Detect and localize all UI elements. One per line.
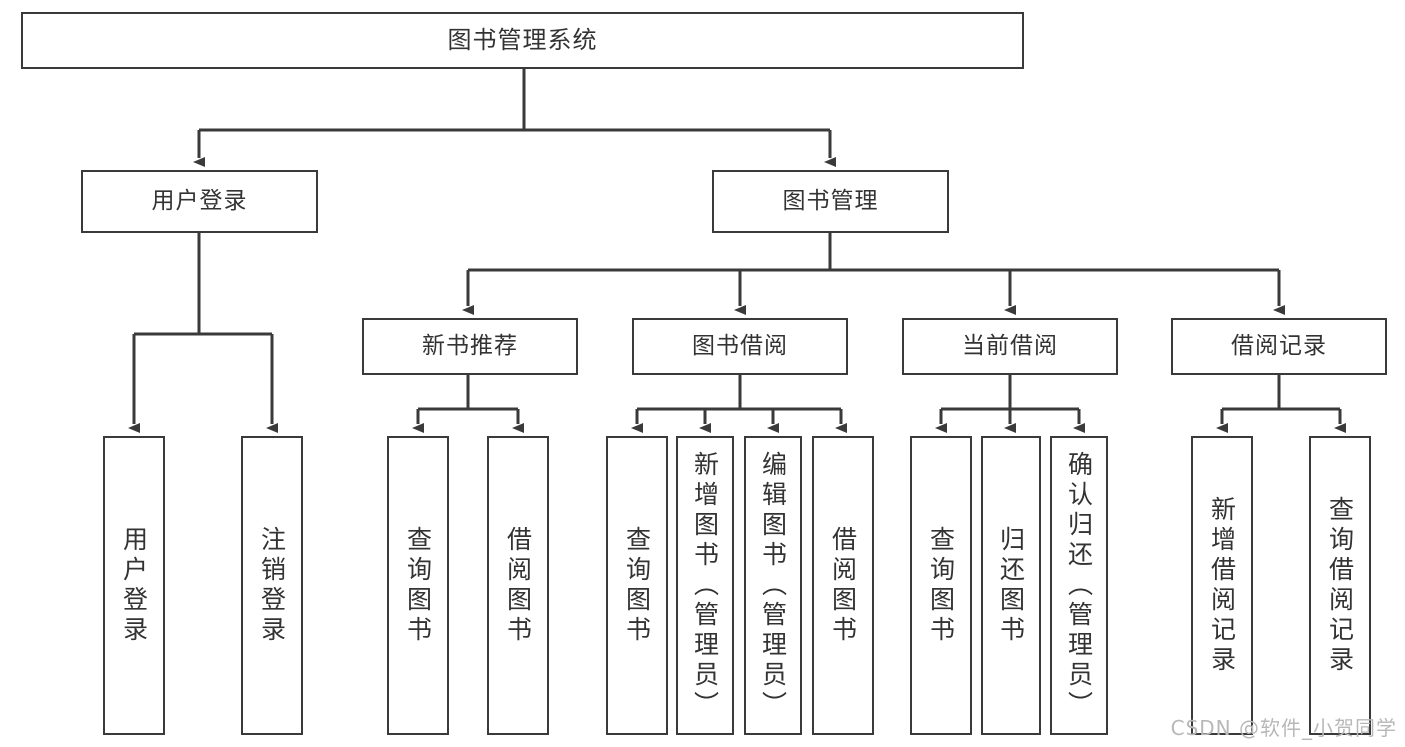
leaf-records-add-record[interactable]: 新增借阅记录 xyxy=(1191,436,1253,735)
leaf-newbook-borrow-book-label: 借阅图书 xyxy=(503,525,533,646)
leaf-borrow-query-book-label: 查询图书 xyxy=(622,525,652,646)
node-book-borrow-label: 图书借阅 xyxy=(692,332,788,359)
leaf-user-logout-label: 注销登录 xyxy=(257,525,287,646)
leaf-current-confirm-return[interactable]: 确认归还（管理员） xyxy=(1050,436,1108,735)
node-current-borrow[interactable]: 当前借阅 xyxy=(902,318,1118,375)
leaf-current-confirm-return-label: 确认归还（管理员） xyxy=(1064,450,1094,721)
leaf-current-query-book-label: 查询图书 xyxy=(926,525,956,646)
leaf-records-add-record-label: 新增借阅记录 xyxy=(1207,495,1237,676)
leaf-borrow-query-book[interactable]: 查询图书 xyxy=(606,436,668,735)
leaf-current-query-book[interactable]: 查询图书 xyxy=(910,436,972,735)
leaf-borrow-edit-book-label: 编辑图书（管理员） xyxy=(758,450,788,721)
leaf-user-login[interactable]: 用户登录 xyxy=(103,436,165,735)
leaf-newbook-borrow-book[interactable]: 借阅图书 xyxy=(487,436,549,735)
leaf-current-return-book-label: 归还图书 xyxy=(996,525,1026,646)
leaf-records-query-record[interactable]: 查询借阅记录 xyxy=(1309,436,1371,735)
node-user-login-label: 用户登录 xyxy=(151,187,248,214)
leaf-newbook-query-book[interactable]: 查询图书 xyxy=(387,436,449,735)
node-borrow-records[interactable]: 借阅记录 xyxy=(1171,318,1387,375)
leaf-borrow-borrow-book[interactable]: 借阅图书 xyxy=(812,436,874,735)
node-new-book-recommend-label: 新书推荐 xyxy=(422,332,518,359)
leaf-newbook-query-book-label: 查询图书 xyxy=(403,525,433,646)
leaf-current-return-book[interactable]: 归还图书 xyxy=(981,436,1041,735)
node-user-login[interactable]: 用户登录 xyxy=(81,170,318,233)
leaf-user-login-label: 用户登录 xyxy=(119,525,149,646)
node-root[interactable]: 图书管理系统 xyxy=(21,12,1024,69)
node-book-management[interactable]: 图书管理 xyxy=(712,170,949,233)
leaf-borrow-add-book-label: 新增图书（管理员） xyxy=(690,450,720,721)
leaf-records-query-record-label: 查询借阅记录 xyxy=(1325,495,1355,676)
node-book-management-label: 图书管理 xyxy=(782,187,879,214)
watermark-text: CSDN @软件_小贺同学 xyxy=(1170,716,1397,740)
node-book-borrow[interactable]: 图书借阅 xyxy=(632,318,848,375)
node-current-borrow-label: 当前借阅 xyxy=(962,332,1058,359)
leaf-user-logout[interactable]: 注销登录 xyxy=(241,436,303,735)
node-new-book-recommend[interactable]: 新书推荐 xyxy=(362,318,578,375)
leaf-borrow-borrow-book-label: 借阅图书 xyxy=(828,525,858,646)
leaf-borrow-edit-book[interactable]: 编辑图书（管理员） xyxy=(744,436,802,735)
leaf-borrow-add-book[interactable]: 新增图书（管理员） xyxy=(676,436,734,735)
node-borrow-records-label: 借阅记录 xyxy=(1231,332,1327,359)
node-root-label: 图书管理系统 xyxy=(447,26,598,55)
